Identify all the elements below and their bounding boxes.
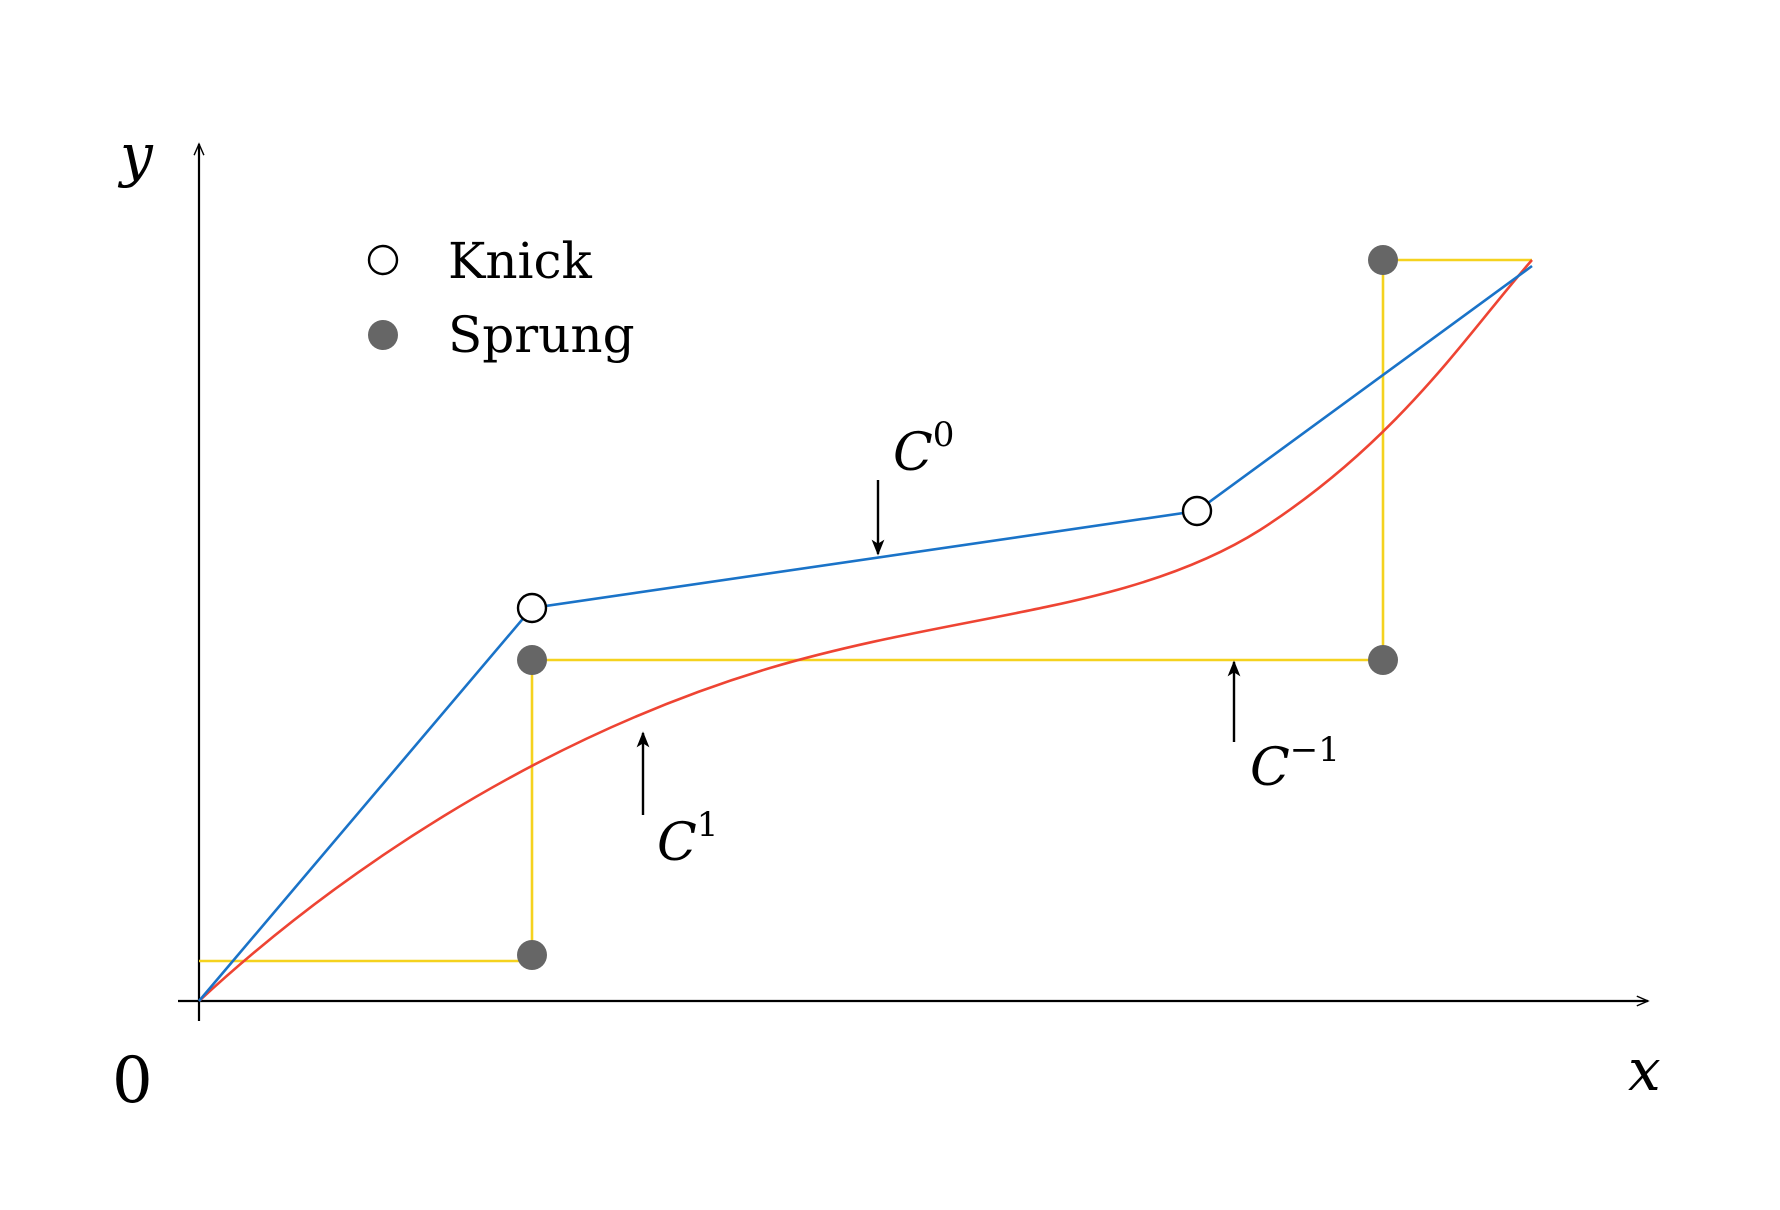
curve-c0 — [198, 264, 1533, 1002]
legend: Knick Sprung — [367, 232, 635, 364]
origin-label: 0 — [112, 1044, 153, 1118]
y-axis-label: y — [117, 121, 154, 189]
legend-knick-marker — [367, 244, 399, 276]
x-axis-label: x — [1628, 1036, 1661, 1104]
legend-sprung-marker — [368, 320, 398, 350]
sprung-point — [1368, 245, 1398, 275]
legend-knick-label: Knick — [448, 232, 593, 290]
sprung-point — [517, 940, 547, 970]
curve-c-minus-1 — [199, 258, 1532, 963]
sprung-point — [517, 645, 547, 675]
knick-point — [1181, 495, 1213, 527]
sprung-markers — [517, 245, 1398, 970]
c-minus-1-label: C−1 — [1250, 730, 1340, 798]
c1-label: C1 — [657, 805, 718, 873]
c0-label: C0 — [893, 415, 954, 483]
knick-point — [516, 592, 548, 624]
knick-markers — [516, 495, 1213, 624]
curve-c1 — [198, 259, 1533, 1002]
legend-sprung-label: Sprung — [448, 306, 635, 364]
sprung-point — [1368, 645, 1398, 675]
